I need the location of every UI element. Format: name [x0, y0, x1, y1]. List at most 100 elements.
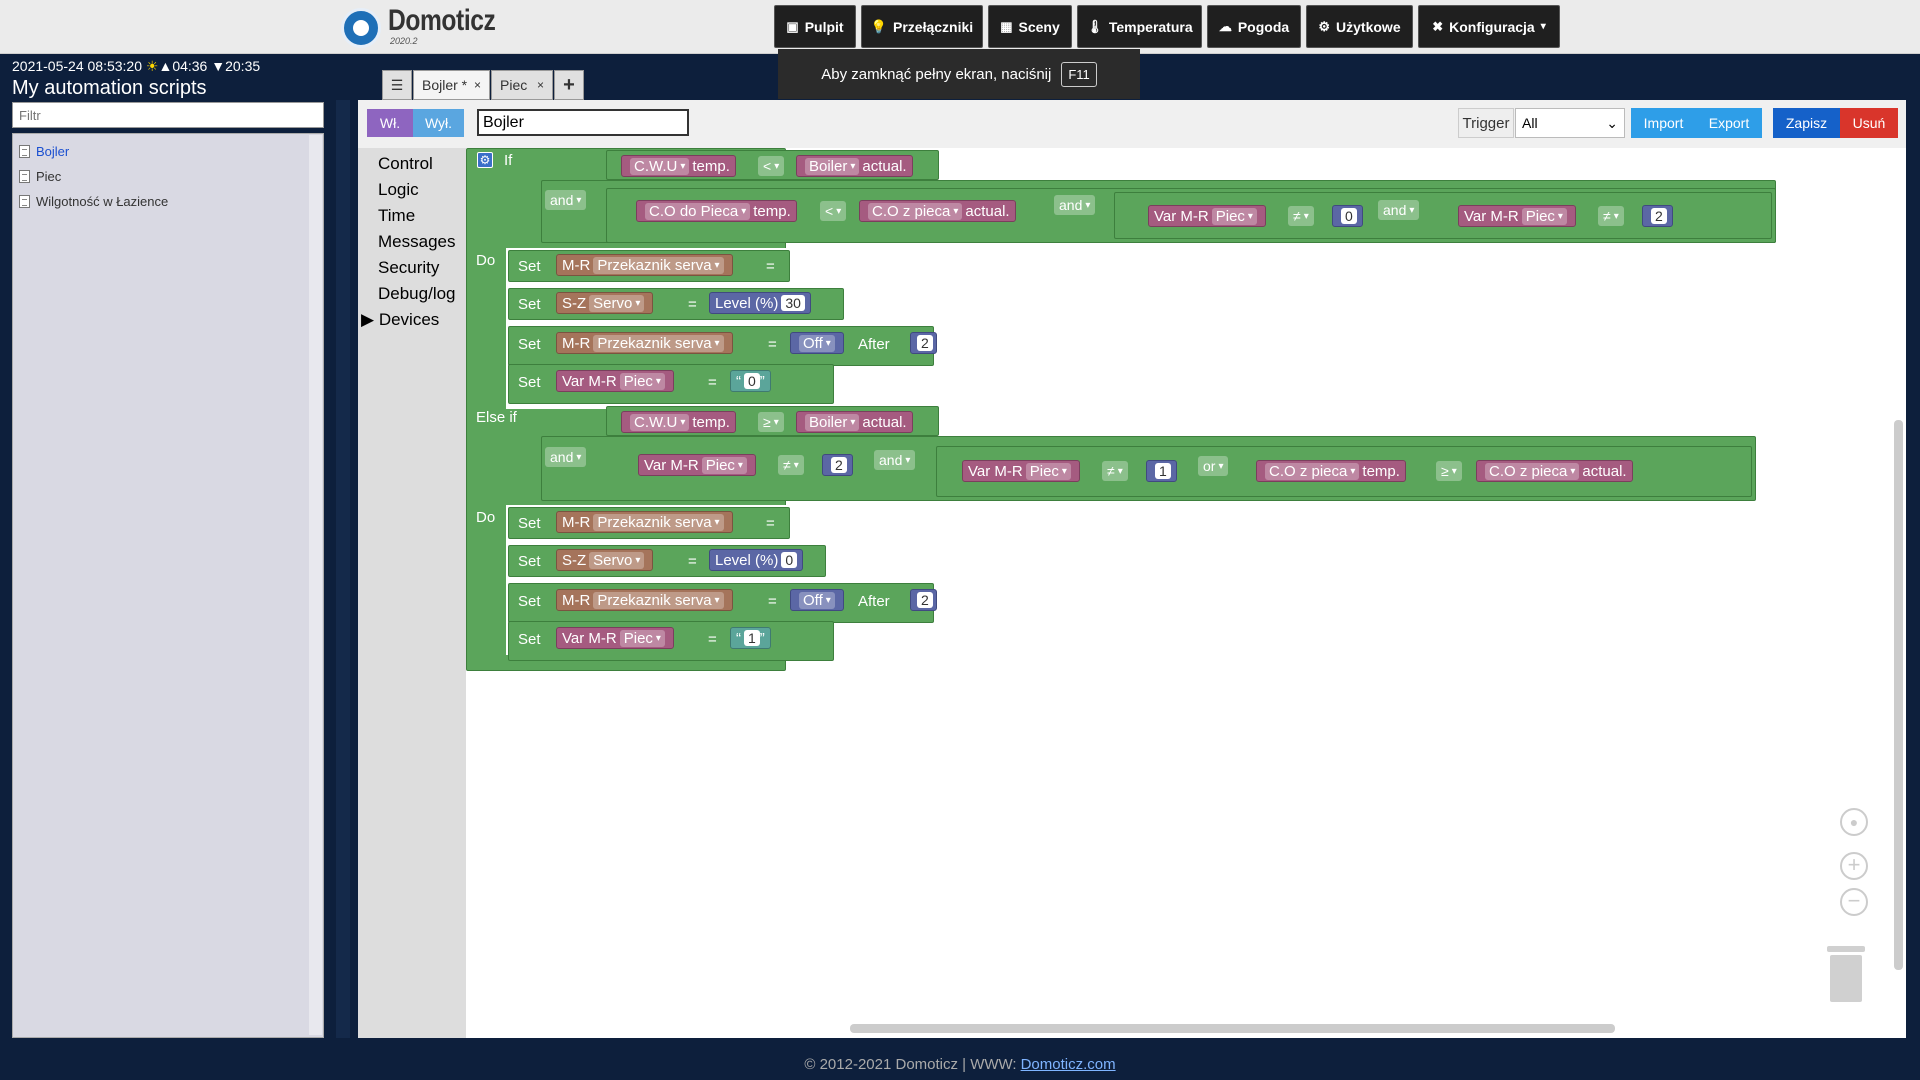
- text-block[interactable]: “1”: [730, 627, 771, 649]
- device-dropdown[interactable]: Przekaznik serva: [593, 256, 724, 274]
- number-block[interactable]: 2: [910, 332, 937, 354]
- text-value[interactable]: 0: [744, 373, 760, 389]
- number-block[interactable]: 2: [1642, 205, 1673, 227]
- horizontal-scrollbar[interactable]: [850, 1024, 1615, 1033]
- category-devices[interactable]: ▶ Devices: [361, 310, 439, 330]
- state-dropdown[interactable]: Off: [799, 334, 835, 352]
- list-item[interactable]: Wilgotność w Łazience: [19, 194, 168, 209]
- compare-operator[interactable]: ≥: [1436, 461, 1462, 481]
- compare-operator[interactable]: ≠: [1288, 206, 1314, 226]
- var-dropdown[interactable]: Piec: [619, 372, 665, 390]
- export-button[interactable]: Export: [1696, 108, 1762, 138]
- device-dropdown[interactable]: Servo: [589, 551, 645, 569]
- compare-operator[interactable]: ≠: [1102, 461, 1128, 481]
- state-dropdown[interactable]: Off: [799, 591, 835, 609]
- number-block[interactable]: 2: [822, 454, 853, 476]
- device-dropdown[interactable]: C.O z pieca: [1485, 462, 1580, 480]
- level-block[interactable]: Level (%)0: [709, 549, 804, 571]
- level-value[interactable]: 30: [781, 295, 805, 311]
- compare-operator[interactable]: <: [820, 201, 847, 221]
- actual-sensor-block[interactable]: C.O z piecaactual.: [1476, 460, 1633, 482]
- list-scrollbar[interactable]: [309, 135, 322, 1035]
- and-operator[interactable]: and: [874, 450, 916, 470]
- and-operator[interactable]: and: [545, 447, 587, 467]
- recenter-icon[interactable]: ●: [1840, 808, 1868, 836]
- temp-sensor-block[interactable]: C.W.Utemp.: [621, 155, 736, 177]
- text-value[interactable]: 1: [744, 630, 760, 646]
- and-operator[interactable]: and: [1378, 200, 1420, 220]
- add-tab-button[interactable]: +: [554, 70, 584, 100]
- category-time[interactable]: Time: [378, 206, 416, 225]
- tab-piec[interactable]: Piec×: [491, 70, 553, 100]
- or-operator[interactable]: or: [1198, 456, 1229, 476]
- nav-pogoda[interactable]: ☁Pogoda: [1207, 5, 1301, 48]
- device-dropdown[interactable]: Servo: [589, 294, 645, 312]
- on-button[interactable]: Wł.: [367, 109, 413, 137]
- tab-bojler[interactable]: Bojler *×: [413, 70, 490, 100]
- actual-sensor-block[interactable]: Boileractual.: [796, 155, 913, 177]
- filter-input[interactable]: [12, 102, 324, 128]
- device-dropdown[interactable]: C.O z pieca: [868, 202, 963, 220]
- device-dropdown[interactable]: C.W.U: [630, 157, 690, 175]
- text-block[interactable]: “0”: [730, 370, 771, 392]
- vertical-scrollbar[interactable]: [1894, 420, 1903, 970]
- device-dropdown[interactable]: C.O z pieca: [1265, 462, 1360, 480]
- close-icon[interactable]: ×: [536, 78, 544, 92]
- compare-operator[interactable]: ≠: [1598, 206, 1624, 226]
- nav-konfiguracja[interactable]: ✖Konfiguracja▾: [1418, 5, 1560, 48]
- delete-button[interactable]: Usuń: [1840, 108, 1898, 138]
- domoticz-logo-icon[interactable]: [341, 8, 381, 48]
- category-logic[interactable]: Logic: [378, 180, 419, 199]
- number-value[interactable]: 2: [917, 592, 933, 608]
- nav-temperatura[interactable]: 🌡Temperatura: [1077, 5, 1202, 48]
- save-button[interactable]: Zapisz: [1773, 108, 1840, 138]
- nav-uzytkowe[interactable]: ⚙Użytkowe: [1306, 5, 1413, 48]
- category-messages[interactable]: Messages: [378, 232, 456, 251]
- device-dropdown[interactable]: C.W.U: [630, 413, 690, 431]
- number-block[interactable]: 2: [910, 589, 937, 611]
- number-value[interactable]: 2: [831, 457, 847, 473]
- number-value[interactable]: 0: [1341, 208, 1357, 224]
- category-control[interactable]: Control: [378, 154, 433, 173]
- and-operator[interactable]: and: [545, 190, 587, 210]
- tabs-menu-button[interactable]: ☰: [382, 70, 412, 100]
- and-operator[interactable]: and: [1054, 195, 1096, 215]
- state-block[interactable]: Off: [790, 589, 844, 611]
- trigger-select[interactable]: All⌄: [1515, 108, 1625, 138]
- device-dropdown[interactable]: Przekaznik serva: [593, 334, 724, 352]
- off-button[interactable]: Wył.: [413, 109, 464, 137]
- compare-operator[interactable]: ≥: [758, 412, 784, 432]
- var-dropdown[interactable]: Piec: [1025, 462, 1071, 480]
- level-block[interactable]: Level (%)30: [709, 292, 811, 314]
- nav-sceny[interactable]: ▦Sceny: [988, 5, 1072, 48]
- zoom-in-icon[interactable]: +: [1840, 852, 1868, 880]
- var-dropdown[interactable]: Piec: [1211, 207, 1257, 225]
- number-value[interactable]: 2: [917, 335, 933, 351]
- device-dropdown[interactable]: Boiler: [805, 157, 860, 175]
- category-security[interactable]: Security: [378, 258, 440, 277]
- nav-przelaczniki[interactable]: 💡Przełączniki: [861, 5, 983, 48]
- close-icon[interactable]: ×: [473, 78, 481, 92]
- import-button[interactable]: Import: [1631, 108, 1696, 138]
- trash-icon[interactable]: [1827, 946, 1865, 1002]
- nav-pulpit[interactable]: ▣Pulpit: [774, 5, 856, 48]
- zoom-out-icon[interactable]: −: [1840, 888, 1868, 916]
- list-item[interactable]: Piec: [19, 169, 61, 184]
- logo-name[interactable]: Domoticz: [388, 4, 496, 37]
- temp-sensor-block[interactable]: C.W.Utemp.: [621, 411, 736, 433]
- script-name-input[interactable]: [477, 109, 689, 136]
- temp-sensor-block[interactable]: C.O z piecatemp.: [1256, 460, 1406, 482]
- var-dropdown[interactable]: Piec: [619, 629, 665, 647]
- device-dropdown[interactable]: Boiler: [805, 413, 860, 431]
- category-debuglog[interactable]: Debug/log: [378, 284, 456, 303]
- device-dropdown[interactable]: Przekaznik serva: [593, 513, 724, 531]
- temp-sensor-block[interactable]: C.O do Piecatemp.: [636, 200, 797, 222]
